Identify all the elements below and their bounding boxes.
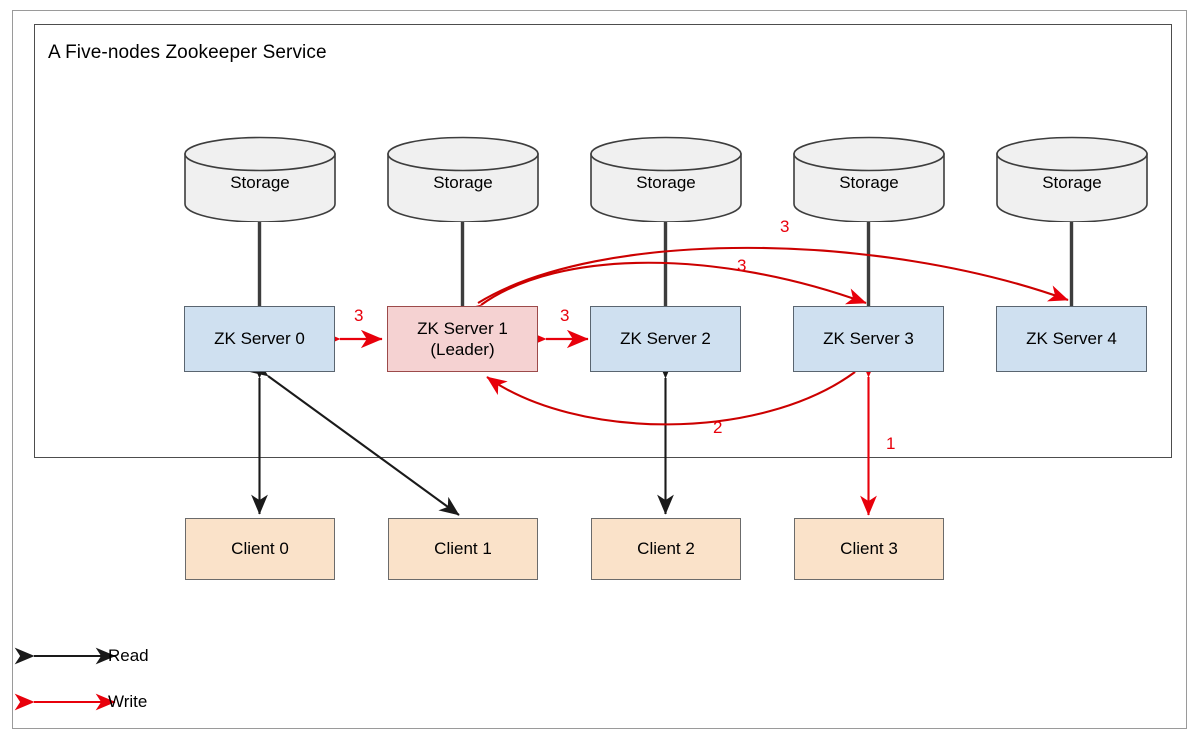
zk-server-4[interactable]: ZK Server 4 [996,306,1147,372]
storage-2: Storage [589,136,743,222]
client-2-label: Client 2 [637,539,695,559]
page-title: A Five-nodes Zookeeper Service [48,42,327,63]
cylinder-icon [387,136,539,222]
client-0[interactable]: Client 0 [185,518,335,580]
zk-server-2-label: ZK Server 2 [620,329,711,349]
zk-server-3[interactable]: ZK Server 3 [793,306,944,372]
zookeeper-service-frame [34,24,1172,458]
client-0-label: Client 0 [231,539,289,559]
legend-read-label: Read [108,646,149,665]
cylinder-icon [184,136,336,222]
storage-3: Storage [792,136,946,222]
zk-server-1-leader[interactable]: ZK Server 1 (Leader) [387,306,538,372]
zk-server-3-label: ZK Server 3 [823,329,914,349]
legend-write-label: Write [108,692,148,711]
client-2[interactable]: Client 2 [591,518,741,580]
cylinder-icon [590,136,742,222]
storage-label: Storage [1042,173,1102,192]
zk-server-0-label: ZK Server 0 [214,329,305,349]
edge-label-leader-server3: 3 [737,256,747,275]
storage-label: Storage [230,173,290,192]
client-1[interactable]: Client 1 [388,518,538,580]
edge-label-leader-server0: 3 [354,306,364,325]
edge-label-leader-server2: 3 [560,306,570,325]
zk-server-1-role: (Leader) [430,340,495,359]
zk-server-4-label: ZK Server 4 [1026,329,1117,349]
cylinder-icon [793,136,945,222]
edge-label-server3-leader: 2 [713,418,723,437]
storage-1: Storage [386,136,540,222]
zk-server-2[interactable]: ZK Server 2 [590,306,741,372]
storage-label: Storage [636,173,696,192]
storage-0: Storage [183,136,337,222]
cylinder-icon [996,136,1148,222]
storage-4: Storage [995,136,1149,222]
edge-label-leader-server4: 3 [780,217,790,236]
client-1-label: Client 1 [434,539,492,559]
storage-label: Storage [839,173,899,192]
storage-label: Storage [433,173,493,192]
legend-item-write: Write [0,690,300,714]
client-3[interactable]: Client 3 [794,518,944,580]
edge-label-client3-server3: 1 [886,434,896,453]
page-outer-border [12,10,1187,729]
zk-server-0[interactable]: ZK Server 0 [184,306,335,372]
legend-item-read: Read [0,644,300,668]
client-3-label: Client 3 [840,539,898,559]
zk-server-1-label: ZK Server 1 [417,318,508,338]
